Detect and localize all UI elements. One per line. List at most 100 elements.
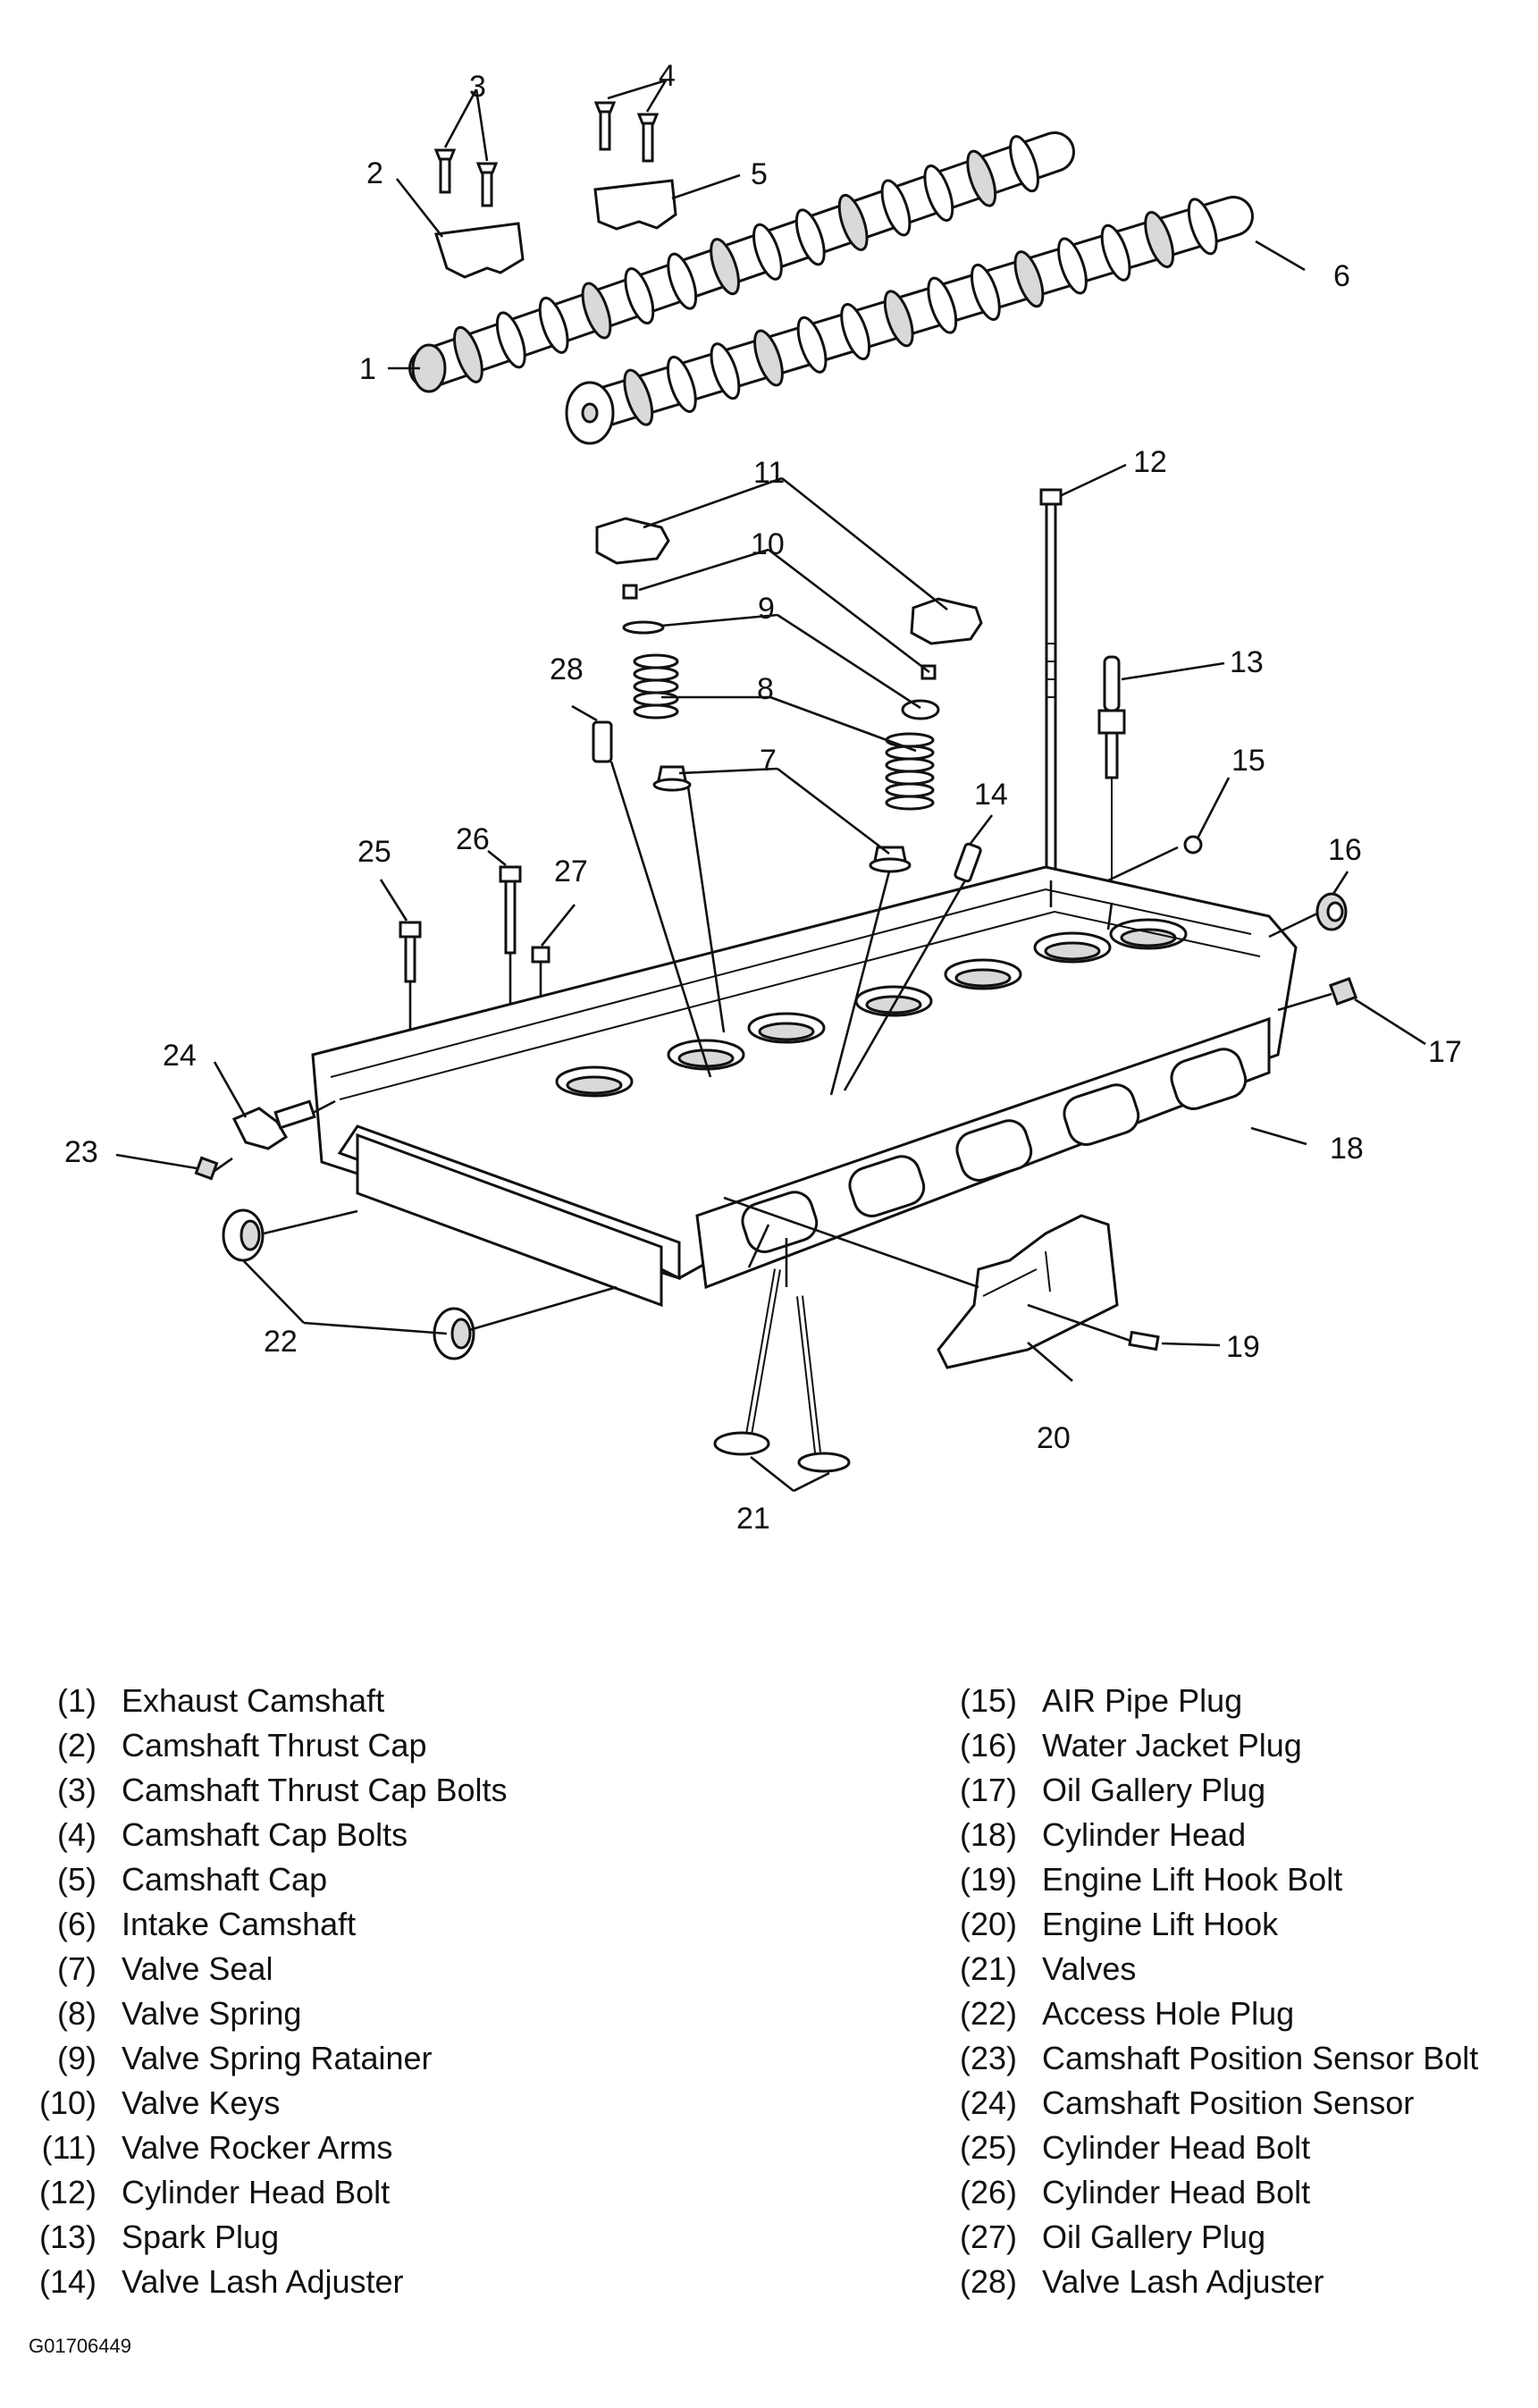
engine-lift-hook [937,1214,1119,1369]
callout-2: 2 [366,156,383,190]
leader-lines [115,79,1426,1493]
valve-seals [652,765,912,873]
legend-item: (27)Oil Gallery Plug [947,2215,1478,2260]
callout-15: 15 [1231,744,1265,778]
oil-gallery-plug-17 [1328,976,1358,1006]
air-pipe-plug [1183,835,1203,855]
legend-label: Valves [1042,1950,1137,1987]
legend-label: Camshaft Cap [122,1861,328,1898]
legend-item: (6)Intake Camshaft [27,1902,508,1947]
legend-label: Camshaft Cap Bolts [122,1816,408,1853]
legend-item: (16)Water Jacket Plug [947,1723,1478,1768]
legend-item: (7) Valve Seal [27,1947,508,1991]
legend-item: (22) Access Hole Plug [947,1991,1478,2036]
camshaft-position-sensor [231,1099,316,1150]
legend-label: Valve Lash Adjuster [1042,2263,1324,2300]
camshaft-thrust-cap-bolts [433,148,499,207]
valve-rocker-arms [595,517,983,645]
callout-17: 17 [1428,1035,1462,1069]
legend-item: (11)Valve Rocker Arms [27,2126,508,2170]
legend-label: Valve Seal [122,1950,273,1987]
camshaft-cap-bolts [593,101,660,163]
legend-number: (10) [38,2084,97,2121]
legend-number: (5) [57,1861,97,1898]
callout-18: 18 [1330,1132,1364,1166]
callout-7: 7 [760,744,777,778]
callout-11: 11 [753,456,785,490]
legend-label: Access Hole Plug [1042,1995,1295,2032]
legend-number: (7) [57,1950,97,1987]
legend-number: (2) [57,1727,97,1764]
valve-springs [633,653,935,811]
callout-21: 21 [736,1502,770,1536]
callout-23: 23 [64,1135,98,1169]
legend-number: (13) [38,2219,97,2255]
legend-item: (14)Valve Lash Adjuster [27,2260,508,2304]
valve-spring-retainers [622,620,940,720]
legend-item: (20) Engine Lift Hook [947,1902,1478,1947]
legend-column-left: (1) Exhaust Camshaft (2) Camshaft Thrust Ca… [27,1679,508,2304]
spark-plug [1097,655,1126,903]
legend-label: Camshaft Position Sensor Bolt [1042,2040,1479,2076]
legend-label: Cylinder Head Bolt [122,2174,391,2210]
legend-number: (16) [959,1727,1017,1764]
legend-number: (24) [959,2084,1017,2121]
callout-22: 22 [264,1325,298,1359]
legend-number: (23) [959,2040,1017,2076]
legend-label: Cylinder Head Bolt [1042,2129,1311,2166]
legend-label: Valve Spring [122,1995,302,2032]
legend-label: Cylinder Head Bolt [1042,2174,1311,2210]
valve-lash-adjuster-28 [592,720,613,763]
legend-label: Exhaust Camshaft [122,1682,385,1719]
legend-number: (6) [57,1906,97,1942]
callout-8: 8 [757,672,774,706]
valve-lash-adjuster-14 [954,842,982,883]
legend-column-right: (15)AIR Pipe Plug(16)Water Jacket Plug(1… [947,1679,1478,2304]
legend-label: Valve Keys [122,2084,281,2121]
callout-20: 20 [1037,1421,1071,1455]
legend-number: (19) [959,1861,1017,1898]
legend-label: Engine Lift Hook [1042,1906,1279,1942]
legend-item: (5) Camshaft Cap [27,1857,508,1902]
legend-item: (26) Cylinder Head Bolt [947,2170,1478,2215]
callout-26: 26 [456,822,490,856]
callout-6: 6 [1333,259,1350,293]
legend-item: (8) Valve Spring [27,1991,508,2036]
legend-number: (4) [57,1816,97,1853]
legend-number: (8) [57,1995,97,2032]
legend-label: Spark Plug [122,2219,280,2255]
legend-number: (22) [959,1995,1017,2032]
legend-label: Oil Gallery Plug [1042,1772,1266,1808]
legend-item: (25) Cylinder Head Bolt [947,2126,1478,2170]
camshaft-position-sensor-bolt [194,1156,219,1181]
exploded-view-diagram: 1 2 3 4 5 6 7 8 9 10 11 12 13 14 15 16 1… [64,59,1462,1536]
camshaft-thrust-cap [434,222,525,279]
legend-label: Engine Lift Hook Bolt [1042,1861,1343,1898]
intake-camshaft [565,196,1254,445]
legend-number: (26) [959,2174,1017,2210]
legend-item: (24)Camshaft Position Sensor [947,2081,1478,2126]
legend-item: (10) Valve Keys [27,2081,508,2126]
callout-1: 1 [359,352,376,386]
legend-item: (4) Camshaft Cap Bolts [27,1813,508,1857]
legend-label: Cylinder Head [1042,1816,1247,1853]
legend-number: (20) [959,1906,1017,1942]
cylinder-head [311,865,1298,1308]
legend-number: (18) [959,1816,1017,1853]
valves [713,1268,851,1473]
callout-3: 3 [469,70,486,104]
legend-label: Camshaft Thrust Cap Bolts [122,1772,508,1808]
legend-item: (23) Camshaft Position Sensor Bolt [947,2036,1478,2081]
legend-item: (19) Engine Lift Hook Bolt [947,1857,1478,1902]
legend-number: (3) [57,1772,97,1808]
legend-label: Valve Rocker Arms [122,2129,393,2166]
legend-number: (14) [38,2263,97,2300]
callout-10: 10 [751,527,785,561]
callout-4: 4 [659,59,676,93]
legend-label: Valve Spring Ratainer [122,2040,433,2076]
legend-number: (1) [57,1682,97,1719]
legend-item: (9)Valve Spring Ratainer [27,2036,508,2081]
water-jacket-plug [1315,892,1348,931]
legend-number: (15) [959,1682,1017,1719]
legend-number: (25) [959,2129,1017,2166]
